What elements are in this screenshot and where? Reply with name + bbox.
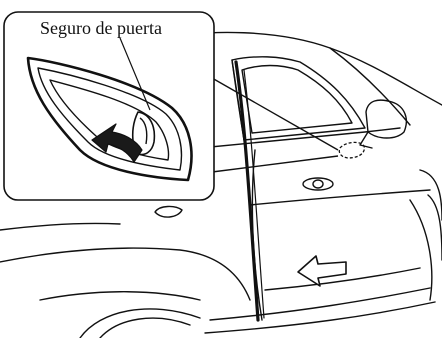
push-arrow-icon <box>91 123 143 163</box>
mirror-mount <box>359 131 373 149</box>
rocker-line-2 <box>204 301 436 334</box>
inner-lock-location <box>338 141 366 159</box>
side-mirror <box>365 99 408 139</box>
rocker-line <box>209 287 431 321</box>
car-body <box>0 31 442 338</box>
front-wheel-arch <box>419 169 442 221</box>
door-bottom <box>264 267 421 291</box>
rear-fender-2 <box>39 291 201 301</box>
belt-line <box>199 127 401 149</box>
door-lock-knob <box>131 111 156 156</box>
callout-leader <box>211 77 339 173</box>
rear-body <box>0 222 121 231</box>
front-door-handle-key <box>312 179 324 189</box>
door-seal-inner <box>243 69 265 319</box>
window-frame <box>231 56 366 141</box>
pull-arrow-icon <box>297 255 347 287</box>
rear-fender <box>0 247 251 301</box>
front-door-handle <box>302 177 334 191</box>
callout-box <box>3 11 215 201</box>
door-crease <box>249 189 431 206</box>
front-wheel-arch-3 <box>409 199 433 301</box>
rear-wheel-arch <box>79 308 201 338</box>
door-seal <box>234 60 260 322</box>
a-pillar <box>329 47 411 126</box>
rear-door-handle <box>154 205 183 218</box>
door-lock-label: Seguro de puerta <box>40 18 162 38</box>
window-frame-inner <box>241 64 353 134</box>
rear-wheel-arch-2 <box>99 317 191 338</box>
inner-handle-detail <box>26 56 193 182</box>
label-leader <box>119 37 151 111</box>
